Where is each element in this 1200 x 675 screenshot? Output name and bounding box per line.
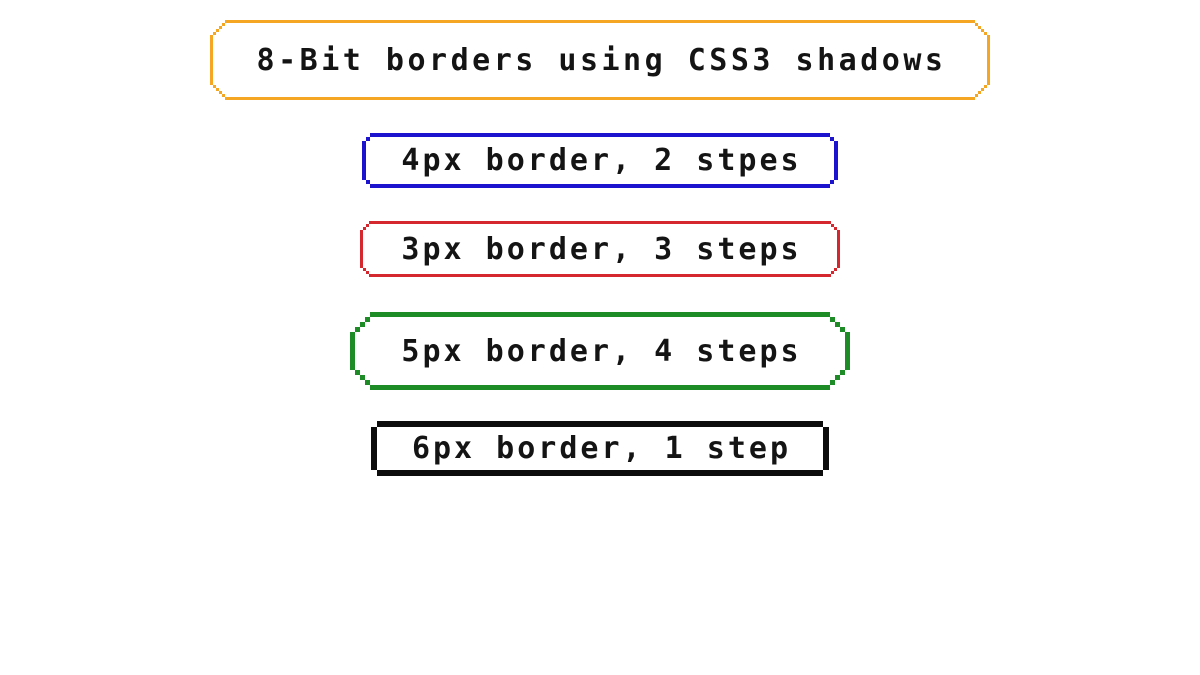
border-segment bbox=[975, 23, 978, 26]
border-segment bbox=[371, 427, 377, 470]
border-segment bbox=[213, 85, 216, 88]
border-segment bbox=[978, 91, 981, 94]
border-segment bbox=[834, 141, 838, 180]
border-segment bbox=[830, 180, 834, 184]
border-segment bbox=[360, 375, 365, 380]
border-segment bbox=[366, 224, 369, 227]
border-segment bbox=[984, 85, 987, 88]
border-segment bbox=[837, 230, 840, 268]
border-segment bbox=[377, 470, 823, 476]
border-segment bbox=[823, 427, 829, 470]
border-segment bbox=[377, 421, 823, 427]
demo-box-label: 4px border, 2 stpes bbox=[401, 143, 802, 178]
border-segment bbox=[365, 380, 370, 385]
border-segment bbox=[831, 271, 834, 274]
border-segment bbox=[835, 322, 840, 327]
border-segment bbox=[370, 312, 830, 317]
demo-box-blue-2-steps: 4px border, 2 stpes bbox=[362, 133, 838, 188]
border-segment bbox=[350, 332, 355, 370]
border-segment bbox=[845, 332, 850, 370]
border-segment bbox=[355, 327, 360, 332]
demo-box-label: 6px border, 1 step bbox=[411, 431, 792, 466]
border-segment bbox=[835, 375, 840, 380]
border-segment bbox=[366, 271, 369, 274]
border-segment bbox=[831, 224, 834, 227]
border-segment bbox=[370, 184, 830, 188]
border-segment bbox=[984, 32, 987, 35]
border-segment bbox=[370, 133, 830, 137]
border-segment bbox=[981, 88, 984, 91]
border-segment bbox=[369, 221, 831, 224]
border-segment bbox=[369, 274, 831, 277]
border-segment bbox=[362, 141, 366, 180]
border-segment bbox=[840, 370, 845, 375]
border-segment bbox=[213, 32, 216, 35]
border-segment bbox=[840, 327, 845, 332]
border-segment bbox=[355, 370, 360, 375]
demo-box-green-4-steps: 5px border, 4 steps bbox=[350, 312, 850, 390]
border-segment bbox=[830, 380, 835, 385]
demo-box-red-3-steps: 3px border, 3 steps bbox=[360, 221, 840, 277]
border-segment bbox=[365, 317, 370, 322]
demo-box-black-1-step: 6px border, 1 step bbox=[371, 421, 829, 476]
demo-box-label: 5px border, 4 steps bbox=[401, 333, 802, 369]
border-segment bbox=[975, 94, 978, 97]
border-segment bbox=[216, 88, 219, 91]
border-segment bbox=[366, 137, 370, 141]
border-segment bbox=[360, 322, 365, 327]
border-segment bbox=[225, 20, 975, 23]
border-segment bbox=[987, 35, 990, 85]
border-segment bbox=[219, 91, 222, 94]
border-segment bbox=[360, 230, 363, 268]
border-segment bbox=[830, 137, 834, 141]
border-segment bbox=[222, 94, 225, 97]
border-segment bbox=[219, 26, 222, 29]
border-segment bbox=[370, 385, 830, 390]
border-segment bbox=[222, 23, 225, 26]
border-segment bbox=[363, 227, 366, 230]
border-segment bbox=[216, 29, 219, 32]
demo-box-label: 3px border, 3 steps bbox=[401, 231, 802, 267]
page-title: 8-Bit borders using CSS3 shadows bbox=[256, 42, 947, 78]
border-segment bbox=[834, 227, 837, 230]
title-box: 8-Bit borders using CSS3 shadows bbox=[210, 20, 990, 100]
border-segment bbox=[981, 29, 984, 32]
border-segment bbox=[210, 35, 213, 85]
border-segment bbox=[366, 180, 370, 184]
border-segment bbox=[225, 97, 975, 100]
border-segment bbox=[830, 317, 835, 322]
border-segment bbox=[978, 26, 981, 29]
border-segment bbox=[834, 268, 837, 271]
border-segment bbox=[363, 268, 366, 271]
